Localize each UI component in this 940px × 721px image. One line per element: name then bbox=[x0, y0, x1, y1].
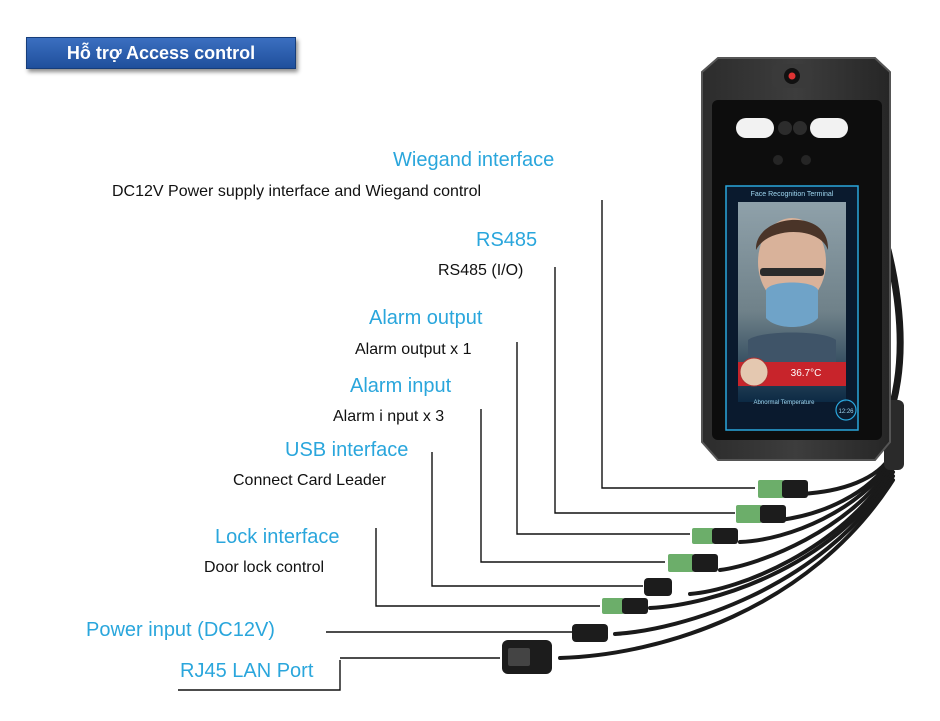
usb-interface-title: USB interface bbox=[285, 439, 409, 461]
alarm-output-connector bbox=[692, 528, 714, 544]
camera-lens-icon-2 bbox=[793, 121, 807, 135]
lock-interface-description: Door lock control bbox=[204, 559, 325, 576]
alarm-input-title: Alarm input bbox=[350, 375, 452, 397]
temperature-status: Abnormal Temperature bbox=[754, 400, 816, 406]
left-light-icon bbox=[736, 118, 774, 138]
screen-header: Face Recognition Terminal bbox=[751, 191, 834, 198]
rs485-title: RS485 bbox=[476, 229, 538, 251]
wiegand-title: Wiegand interface bbox=[393, 149, 555, 171]
screen-time: 12:26 bbox=[838, 409, 854, 415]
clock-icon bbox=[835, 399, 857, 421]
alarm-input-connector bbox=[668, 554, 694, 572]
wiegand-connector bbox=[758, 480, 784, 498]
rj45-underline bbox=[178, 660, 341, 691]
leader-lines bbox=[178, 200, 755, 691]
right-light-icon bbox=[810, 118, 848, 138]
lock-leader-line bbox=[375, 528, 600, 607]
alarm-output-leader-line bbox=[516, 342, 690, 535]
usb-leader-line bbox=[431, 452, 643, 587]
alarm-input-leader-line bbox=[480, 409, 665, 563]
wiegand-description: DC12V Power supply interface and Wiegand… bbox=[112, 183, 482, 200]
alarm-output-title: Alarm output bbox=[369, 307, 483, 329]
temperature-reading: 36.7°C bbox=[791, 368, 822, 379]
rs485-description: RS485 (I/O) bbox=[438, 262, 524, 279]
rs485-connector bbox=[736, 505, 762, 523]
usb-connector bbox=[644, 578, 672, 596]
power-input-title: Power input (DC12V) bbox=[86, 619, 275, 641]
lock-interface-title: Lock interface bbox=[215, 526, 340, 548]
face-icon bbox=[758, 218, 826, 306]
rj45-title: RJ45 LAN Port bbox=[180, 660, 314, 682]
power-connector bbox=[572, 624, 608, 642]
lock-connector bbox=[602, 598, 624, 614]
section-title-badge: Hỗ trợ Access control bbox=[26, 37, 296, 69]
connectors bbox=[502, 480, 808, 674]
wiegand-leader-line bbox=[601, 200, 755, 489]
thumbnail-face-icon bbox=[739, 357, 769, 387]
camera-lens-icon bbox=[778, 121, 792, 135]
face-terminal-device: Face Recognition Terminal 36.7°C Abnorma… bbox=[701, 57, 891, 461]
usb-interface-description: Connect Card Leader bbox=[233, 472, 386, 489]
face-mask-icon bbox=[766, 282, 818, 327]
rs485-leader-line bbox=[554, 267, 735, 514]
alarm-input-description: Alarm i nput x 3 bbox=[333, 408, 445, 425]
alarm-output-description: Alarm output x 1 bbox=[355, 341, 472, 358]
